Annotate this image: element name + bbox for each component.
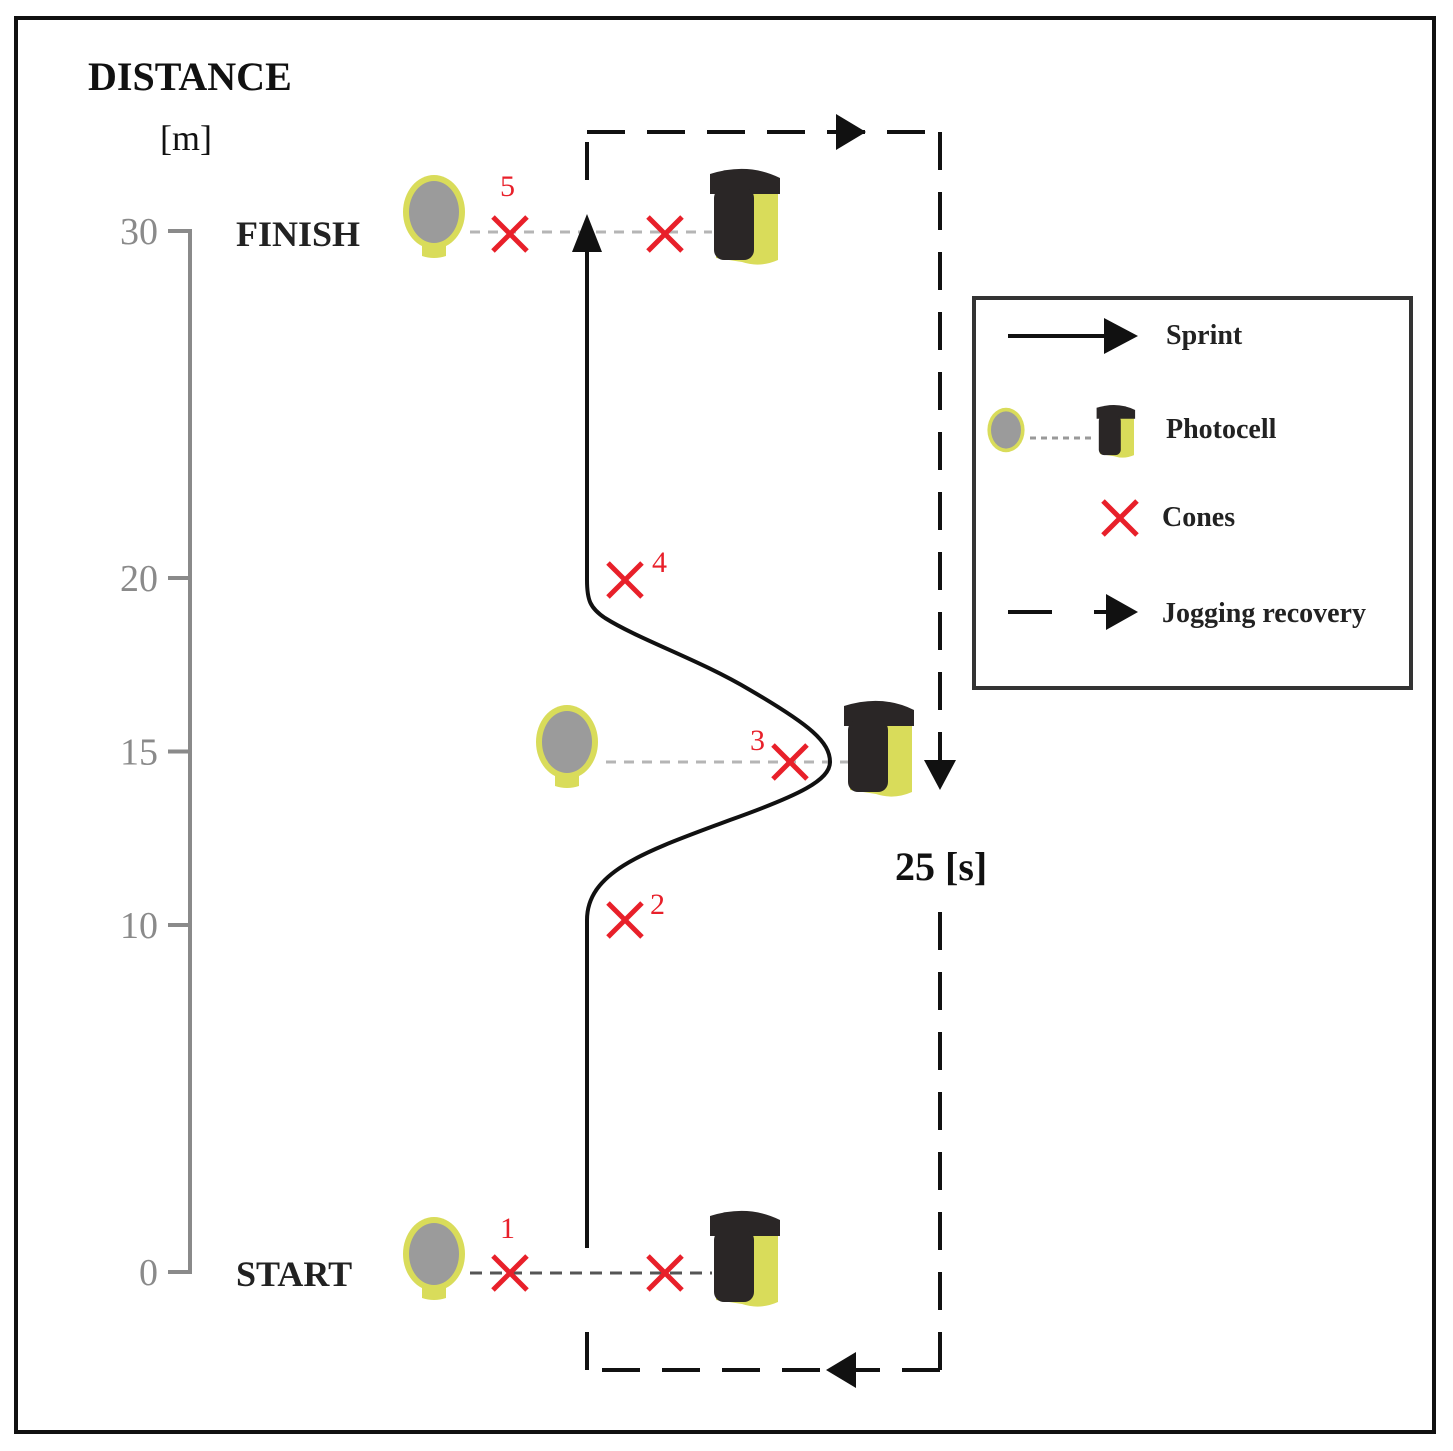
cone-number-1: 1 [500,1212,515,1245]
photocell-beams [470,230,848,764]
arrow-head-icon [1104,318,1138,354]
photocell-emitter-icon [536,705,598,788]
cone-marker-icon [493,217,527,251]
legend-item-cones: Cones [1103,501,1235,535]
start-label: START [236,1254,352,1294]
cone-marker-icon [608,563,642,597]
legend-sprint-label: Sprint [1166,320,1243,351]
sprint-path [572,214,833,1248]
legend-item-photocell: Photocell [987,404,1277,458]
arrow-head-icon [826,1352,856,1388]
legend-item-jogging: Jogging recovery [1008,594,1366,630]
arrow-head-icon [1106,594,1138,630]
cone-marker-icon [773,745,807,779]
distance-axis: DISTANCE [m] 30 20 15 10 0 [88,54,292,1294]
outer-frame [14,16,1436,1434]
photocell-emitter-icon [403,175,465,258]
jogging-recovery-path [585,130,942,1372]
finish-label: FINISH [236,214,360,254]
arrow-head-icon [572,214,602,252]
cone-marker-icon [648,217,682,251]
legend-box [972,296,1413,690]
photocell-receiver-icon [844,700,914,797]
legend-jogging-label: Jogging recovery [1162,598,1366,629]
cone-number-2: 2 [650,888,665,921]
cone-number-4: 4 [652,546,667,579]
legend-item-sprint: Sprint [1008,318,1243,354]
arrow-head-icon [836,114,866,150]
cone-number-3: 3 [750,724,765,757]
cone-marker-icon [608,903,642,937]
legend-cones-label: Cones [1162,502,1235,533]
recovery-time-label: 25 [s] [895,844,987,889]
cone-number-5: 5 [500,170,515,203]
photocell-receiver-icon [710,168,780,265]
legend: Sprint Photocell Cones Jogging recovery [972,296,1413,690]
axis-tick-label: 30 [120,211,158,253]
axis-tick-label: 10 [120,905,158,947]
photocell-emitter-icon [403,1217,465,1300]
axis-title: DISTANCE [88,54,292,99]
axis-unit: [m] [160,118,212,158]
axis-tick-label: 0 [139,1252,158,1294]
legend-photocell-label: Photocell [1166,414,1277,445]
axis-ticks: 30 20 15 10 0 [120,211,192,1294]
arrow-head-icon [924,760,956,790]
photocell-receiver-icon [710,1210,780,1307]
axis-tick-label: 20 [120,558,158,600]
axis-tick-label: 15 [120,732,158,774]
